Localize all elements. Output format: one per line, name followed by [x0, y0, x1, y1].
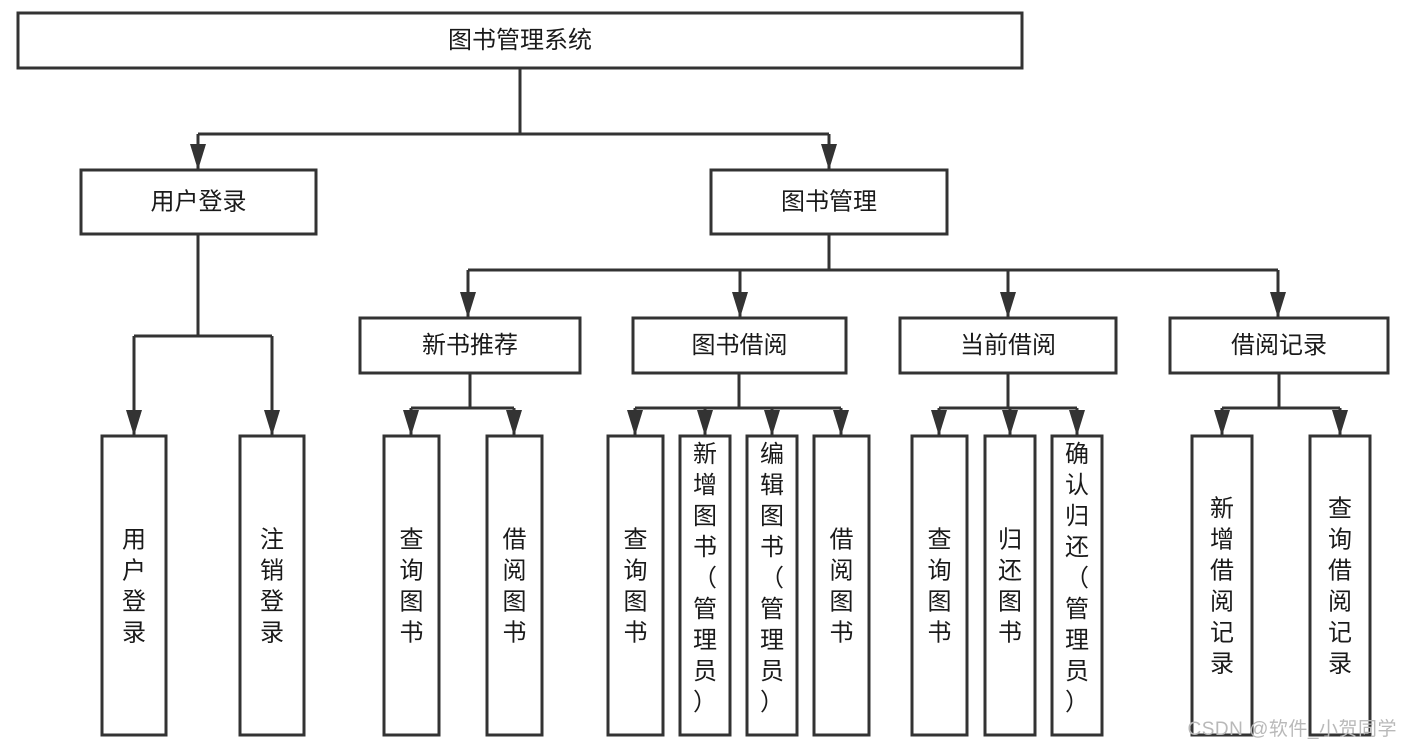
node-leaf-edit-book-admin-box[interactable] [745, 434, 799, 737]
node-root-system[interactable]: 图书管理系统 [16, 11, 1024, 70]
new-book-rec-arrow-0 [403, 410, 419, 436]
node-leaf-add-book-admin[interactable]: 新增图书（管理员） [678, 434, 732, 737]
node-leaf-add-borrow-record-label: 新增借阅记录 [1210, 496, 1234, 678]
book-borrow-arrow-0 [627, 410, 643, 436]
new-book-rec-arrow-1 [506, 410, 522, 436]
node-leaf-add-borrow-record[interactable]: 新增借阅记录 [1190, 434, 1254, 737]
node-leaf-edit-book-admin-label: 编辑图书（管理员） [760, 441, 784, 716]
node-current-borrow-box[interactable] [898, 316, 1118, 375]
current-borrow-arrow-2 [1069, 410, 1085, 436]
csdn-watermark: CSDN @软件_小贺同学 [1187, 719, 1397, 740]
node-leaf-confirm-return-admin-box[interactable] [1050, 434, 1104, 737]
node-leaf-query-book-rec-box[interactable] [382, 434, 441, 737]
node-book-manage-label: 图书管理 [781, 188, 877, 215]
user-login-arrow-0 [126, 410, 142, 436]
node-leaf-user-logout-box[interactable] [238, 434, 306, 737]
node-current-borrow[interactable]: 当前借阅 [898, 316, 1118, 375]
user-login-arrow-1 [264, 410, 280, 436]
borrow-record-arrow-0 [1214, 410, 1230, 436]
root-arrow-1 [821, 144, 837, 170]
book-borrow-arrow-1 [697, 410, 713, 436]
node-leaf-query-borrow-record-box[interactable] [1308, 434, 1372, 737]
node-borrow-record[interactable]: 借阅记录 [1168, 316, 1390, 375]
borrow-record-arrow-1 [1332, 410, 1348, 436]
node-leaf-query-book-borrow[interactable]: 查询图书 [606, 434, 665, 737]
connector-layer [126, 68, 1348, 436]
node-user-login-box[interactable] [79, 168, 318, 236]
node-leaf-user-logout-label: 注销登录 [260, 527, 284, 647]
node-root-system-label: 图书管理系统 [448, 27, 592, 54]
node-leaf-return-book-label: 归还图书 [998, 527, 1022, 647]
node-leaf-confirm-return-admin[interactable]: 确认归还（管理员） [1050, 434, 1104, 737]
node-book-manage[interactable]: 图书管理 [709, 168, 949, 236]
node-leaf-return-book-box[interactable] [983, 434, 1037, 737]
node-book-manage-box[interactable] [709, 168, 949, 236]
node-leaf-user-login-box[interactable] [100, 434, 168, 737]
root-arrow-0 [190, 144, 206, 170]
book-manage-arrow-3 [1270, 292, 1286, 318]
node-book-borrow-box[interactable] [631, 316, 848, 375]
node-leaf-borrow-book-label: 借阅图书 [830, 527, 854, 647]
node-leaf-add-book-admin-box[interactable] [678, 434, 732, 737]
node-borrow-record-box[interactable] [1168, 316, 1390, 375]
node-new-book-rec-label: 新书推荐 [422, 332, 518, 359]
node-new-book-rec[interactable]: 新书推荐 [358, 316, 582, 375]
node-user-login[interactable]: 用户登录 [79, 168, 318, 236]
node-leaf-query-book-cur[interactable]: 查询图书 [910, 434, 969, 737]
node-leaf-borrow-book-rec[interactable]: 借阅图书 [485, 434, 544, 737]
book-borrow-arrow-2 [764, 410, 780, 436]
node-root-system-box[interactable] [16, 11, 1024, 70]
node-new-book-rec-box[interactable] [358, 316, 582, 375]
node-leaf-borrow-book[interactable]: 借阅图书 [812, 434, 871, 737]
node-leaf-query-book-cur-box[interactable] [910, 434, 969, 737]
node-user-login-label: 用户登录 [151, 188, 247, 215]
node-leaf-user-login-label: 用户登录 [122, 527, 146, 647]
node-leaf-query-book-cur-label: 查询图书 [928, 527, 952, 647]
node-leaf-confirm-return-admin-label: 确认归还（管理员） [1065, 441, 1089, 716]
node-leaf-query-book-rec[interactable]: 查询图书 [382, 434, 441, 737]
current-borrow-arrow-0 [931, 410, 947, 436]
book-manage-arrow-1 [732, 292, 748, 318]
node-leaf-query-book-borrow-box[interactable] [606, 434, 665, 737]
node-leaf-borrow-book-rec-box[interactable] [485, 434, 544, 737]
book-manage-arrow-2 [1000, 292, 1016, 318]
node-leaf-edit-book-admin[interactable]: 编辑图书（管理员） [745, 434, 799, 737]
node-leaf-query-borrow-record-label: 查询借阅记录 [1328, 496, 1352, 678]
book-manage-arrow-0 [460, 292, 476, 318]
node-current-borrow-label: 当前借阅 [960, 332, 1056, 359]
node-book-borrow[interactable]: 图书借阅 [631, 316, 848, 375]
node-book-borrow-label: 图书借阅 [692, 332, 788, 359]
book-borrow-arrow-3 [833, 410, 849, 436]
node-leaf-borrow-book-rec-label: 借阅图书 [503, 527, 527, 647]
node-leaf-add-borrow-record-box[interactable] [1190, 434, 1254, 737]
current-borrow-arrow-1 [1002, 410, 1018, 436]
node-borrow-record-label: 借阅记录 [1231, 332, 1327, 359]
node-leaf-query-borrow-record[interactable]: 查询借阅记录 [1308, 434, 1372, 737]
node-leaf-query-book-rec-label: 查询图书 [400, 527, 424, 647]
node-leaf-user-logout[interactable]: 注销登录 [238, 434, 306, 737]
node-layer: 图书管理系统用户登录图书管理新书推荐图书借阅当前借阅借阅记录用户登录注销登录查询… [16, 11, 1390, 737]
node-leaf-borrow-book-box[interactable] [812, 434, 871, 737]
node-leaf-query-book-borrow-label: 查询图书 [624, 527, 648, 647]
node-leaf-add-book-admin-label: 新增图书（管理员） [693, 441, 717, 716]
node-leaf-return-book[interactable]: 归还图书 [983, 434, 1037, 737]
node-leaf-user-login[interactable]: 用户登录 [100, 434, 168, 737]
